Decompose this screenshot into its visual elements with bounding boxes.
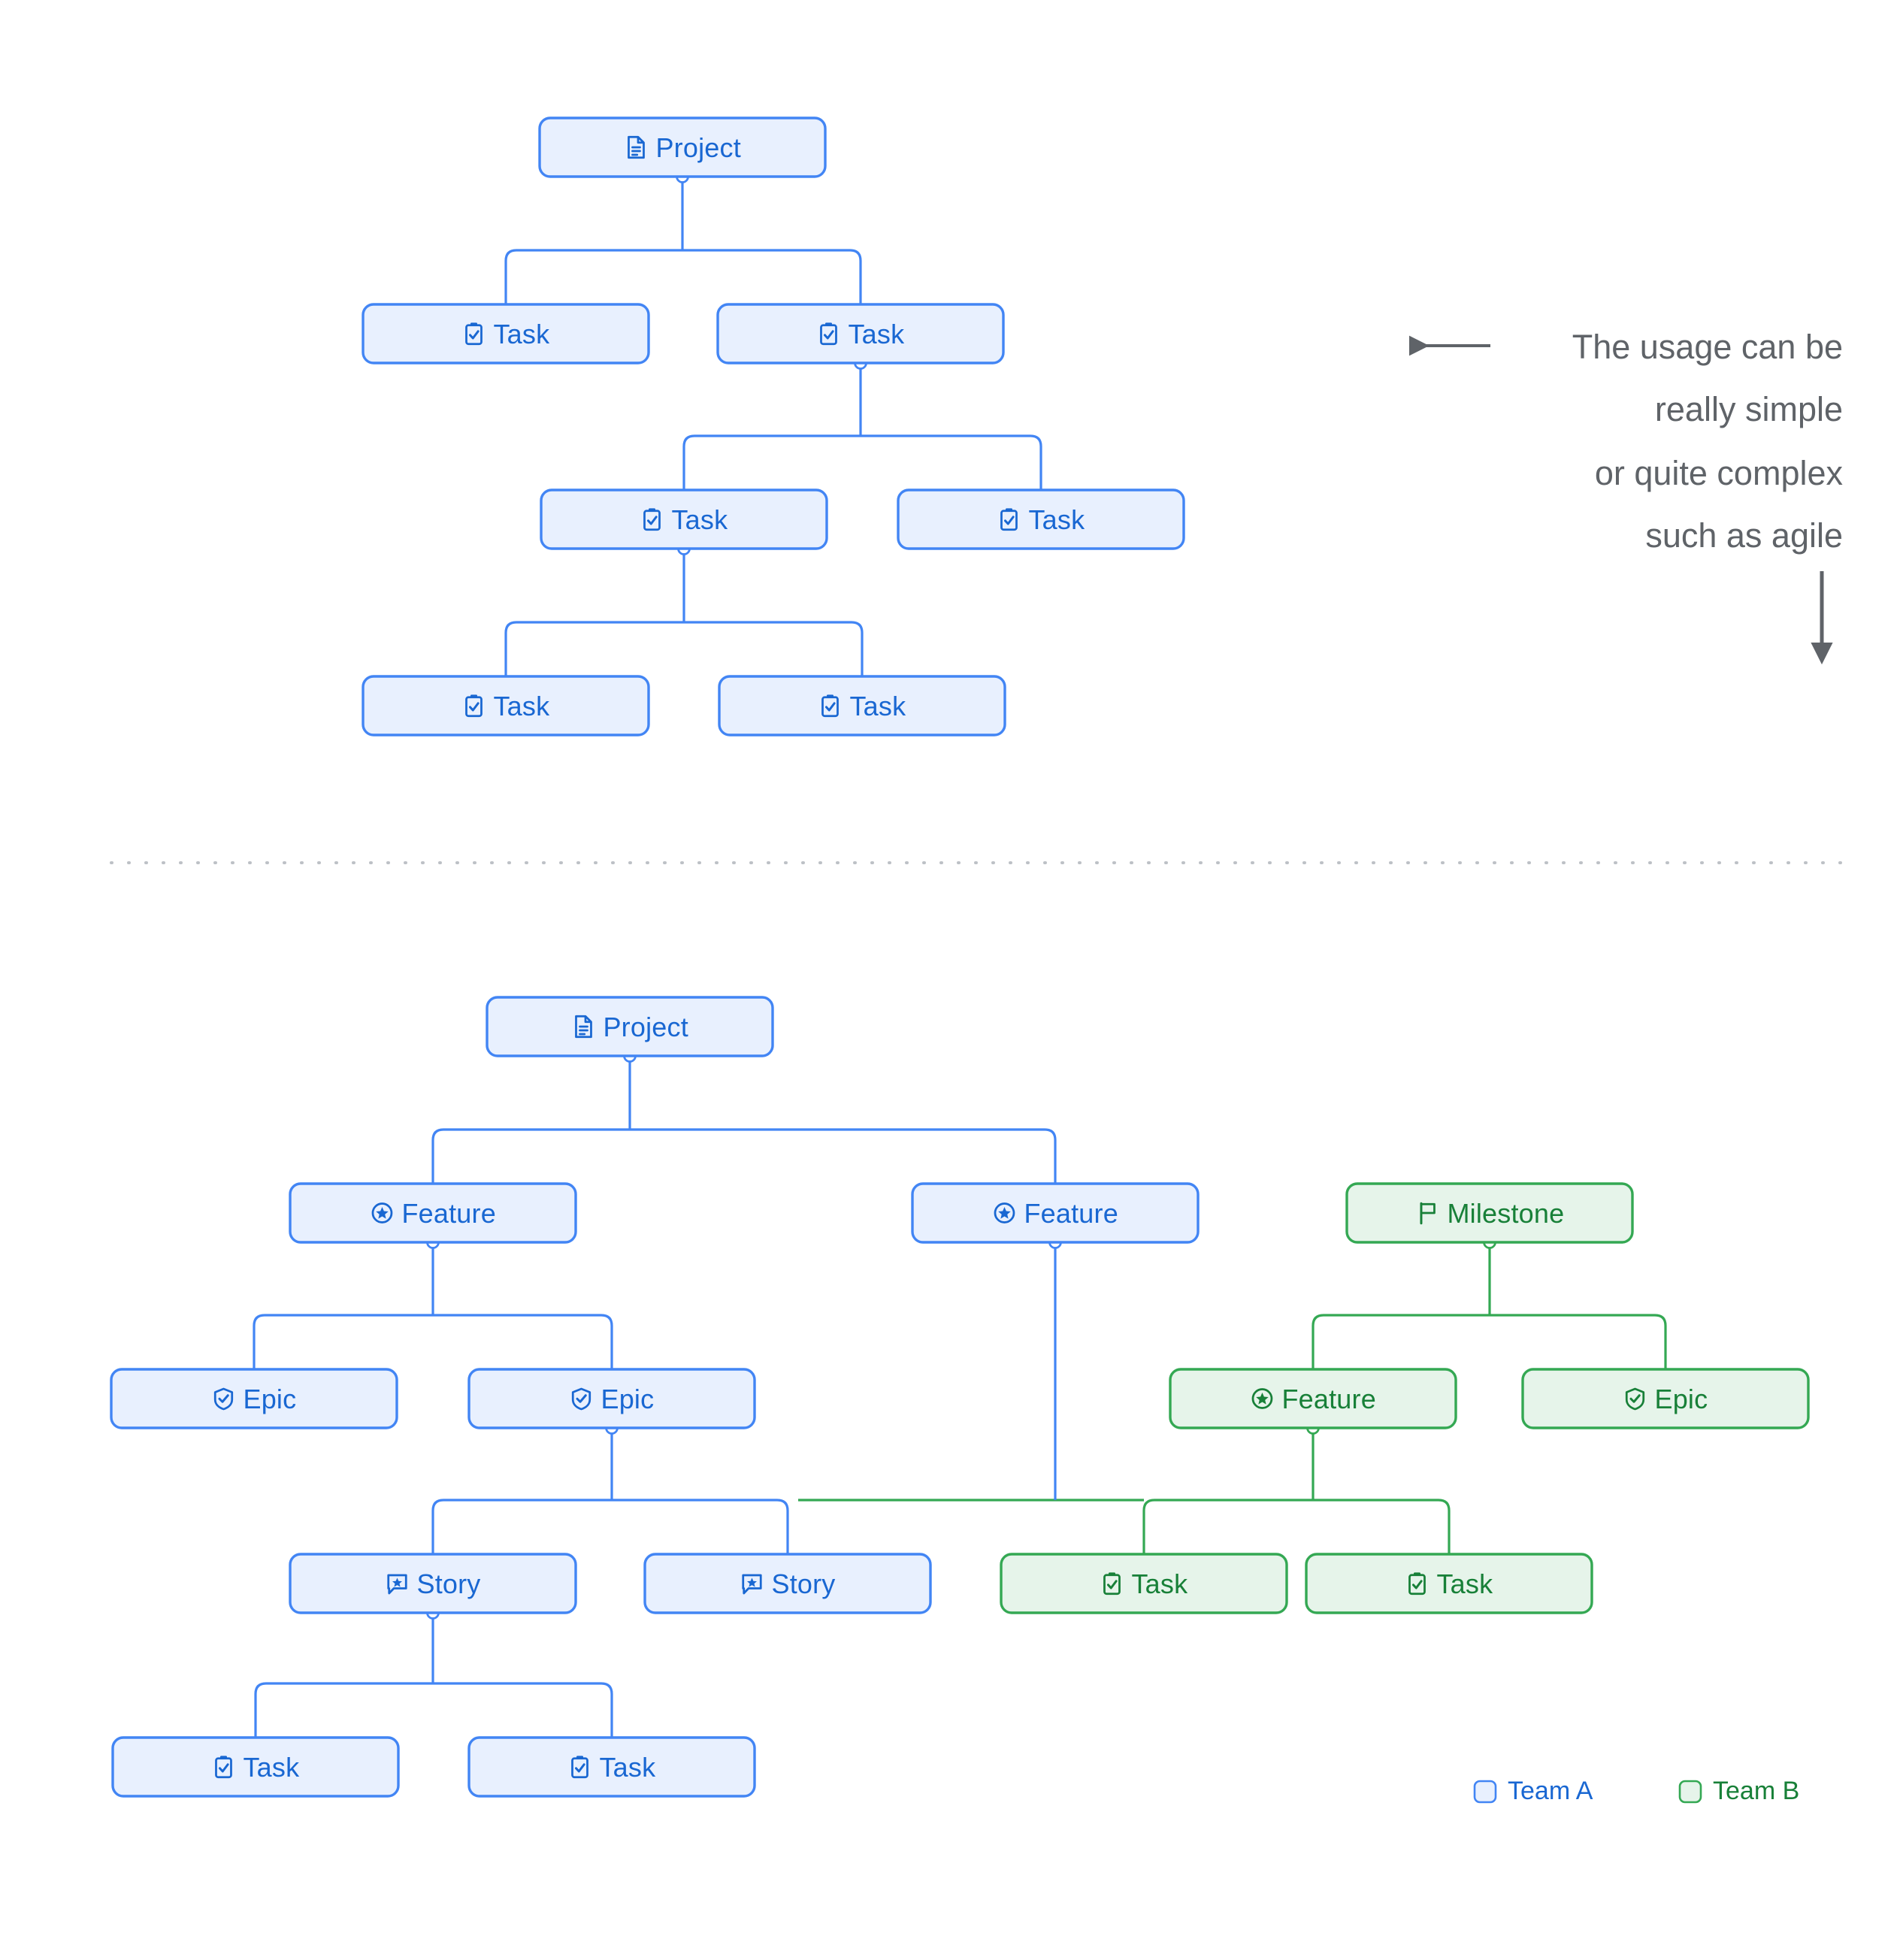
node-label: Project: [603, 1012, 688, 1042]
legend: Team A Team B: [1473, 1777, 1799, 1805]
node-label: Task: [1131, 1568, 1188, 1599]
node-label: Project: [655, 132, 740, 163]
node-epic[interactable]: Epic: [110, 1368, 398, 1429]
edge-group: [431, 1428, 789, 1554]
node-label: Feature: [1281, 1384, 1375, 1414]
legend-label: Team A: [1508, 1777, 1593, 1805]
node-label: Task: [849, 691, 906, 721]
node-label: Epic: [1654, 1384, 1708, 1414]
node-label: Task: [1028, 504, 1085, 535]
legend-label: Team B: [1713, 1777, 1799, 1805]
node-label: Task: [599, 1752, 656, 1783]
edge-layer: [253, 170, 1667, 1738]
annotation-line: really simple: [1655, 390, 1843, 428]
node-story[interactable]: Story: [289, 1553, 577, 1614]
node-label: Task: [243, 1752, 300, 1783]
node-label: Story: [771, 1568, 835, 1599]
node-label: Feature: [401, 1198, 495, 1229]
edge-group: [254, 1613, 613, 1738]
node-task[interactable]: Task: [716, 303, 1005, 364]
edge-group: [431, 1056, 1057, 1184]
node-task[interactable]: Task: [1305, 1553, 1593, 1614]
node-label: Task: [671, 504, 728, 535]
annotation-text-block: The usage can be really simple or quite co…: [1572, 328, 1844, 555]
annotation-line: or quite complex: [1595, 454, 1844, 492]
annotation-line: such as agile: [1645, 516, 1843, 555]
legend-item[interactable]: Team B: [1678, 1777, 1799, 1805]
legend-swatch: [1678, 1780, 1702, 1804]
edge-group: [1142, 1428, 1451, 1554]
node-task[interactable]: Task: [362, 675, 650, 737]
legend-item[interactable]: Team A: [1473, 1777, 1593, 1805]
node-task[interactable]: Task: [111, 1736, 400, 1798]
node-epic[interactable]: Epic: [1521, 1368, 1810, 1429]
node-task[interactable]: Task: [362, 303, 650, 364]
node-project[interactable]: Project: [538, 116, 827, 178]
edge-group: [253, 1242, 613, 1369]
node-task[interactable]: Task: [467, 1736, 756, 1798]
annotation-line: The usage can be: [1572, 328, 1843, 366]
node-task[interactable]: Task: [897, 488, 1185, 550]
legend-swatch: [1473, 1780, 1497, 1804]
node-label: Epic: [243, 1384, 296, 1414]
node-label: Task: [1436, 1568, 1493, 1599]
node-task[interactable]: Task: [540, 488, 828, 550]
node-label: Milestone: [1447, 1198, 1564, 1229]
node-feature[interactable]: Feature: [289, 1182, 577, 1244]
node-epic[interactable]: Epic: [467, 1368, 756, 1429]
node-task[interactable]: Task: [718, 675, 1006, 737]
node-label: Task: [493, 319, 550, 349]
node-label: Feature: [1024, 1198, 1118, 1229]
edge-group: [504, 549, 864, 676]
node-label: Epic: [601, 1384, 654, 1414]
node-project[interactable]: Project: [486, 996, 774, 1057]
node-milestone[interactable]: Milestone: [1345, 1182, 1634, 1244]
node-feature[interactable]: Feature: [911, 1182, 1200, 1244]
node-task[interactable]: Task: [1000, 1553, 1288, 1614]
node-label: Task: [848, 319, 905, 349]
node-feature[interactable]: Feature: [1169, 1368, 1457, 1429]
edge-group: [504, 177, 862, 304]
node-label: Story: [416, 1568, 480, 1599]
node-story[interactable]: Story: [643, 1553, 932, 1614]
edge-group: [1312, 1242, 1667, 1369]
node-label: Task: [493, 691, 550, 721]
edge-group: [682, 363, 1042, 490]
